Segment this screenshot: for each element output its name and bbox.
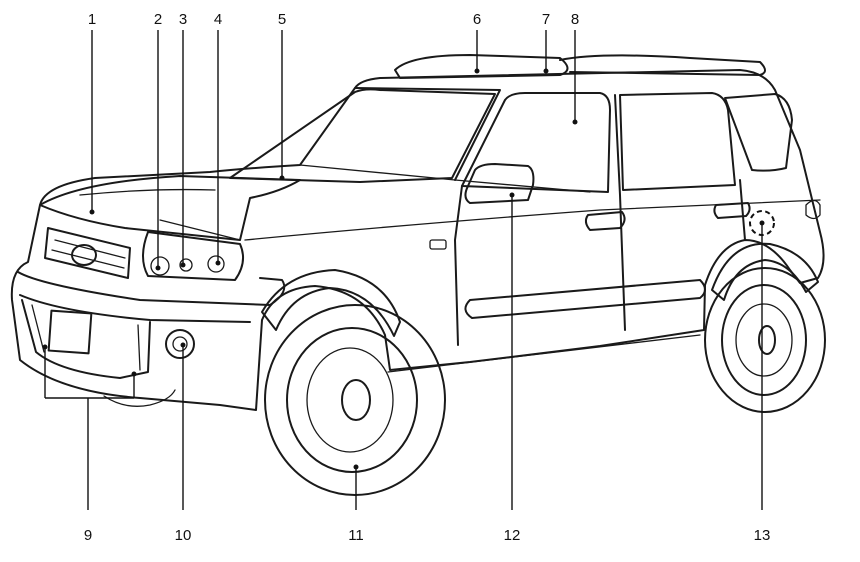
headlamp-cluster (142, 231, 245, 281)
callout-10: 10 (175, 527, 192, 544)
rear-wheel (704, 267, 826, 413)
rear-door-handle (713, 202, 751, 219)
callout-4: 4 (214, 11, 222, 28)
callout-11: 11 (348, 527, 364, 544)
side-marker-light (429, 239, 447, 250)
front-door-window (461, 92, 611, 193)
front-fender-flare (261, 269, 401, 337)
outside-mirror (464, 163, 535, 204)
callout-5: 5 (278, 11, 286, 28)
fog-lamp (165, 329, 195, 359)
callout-1: 1 (88, 11, 96, 28)
front-door-handle (584, 211, 626, 231)
hood (39, 175, 301, 241)
callout-2: 2 (154, 11, 162, 28)
leader-lines (42, 30, 775, 510)
fuel-door (805, 199, 821, 220)
callout-9: 9 (84, 527, 92, 544)
body-outline (10, 69, 825, 411)
roof-rail (394, 54, 569, 79)
callout-13: 13 (754, 527, 771, 544)
callout-6: 6 (473, 11, 481, 28)
grille (44, 227, 131, 279)
roof-line (354, 87, 501, 181)
callout-3: 3 (179, 11, 187, 28)
front-guard-bar (21, 299, 151, 379)
front-wheel (264, 304, 446, 496)
license-plate (47, 309, 93, 355)
emblem (71, 244, 97, 266)
callout-8: 8 (571, 11, 579, 28)
highlight-circle (749, 210, 775, 236)
suv-illustration (10, 54, 825, 411)
callout-12: 12 (504, 527, 521, 544)
windshield (229, 88, 496, 183)
rear-door-window (619, 92, 736, 191)
side-moulding (464, 279, 706, 319)
rear-fender-flare (711, 242, 819, 301)
rear-quarter-window (724, 93, 793, 172)
callout-labels: 1 2 3 4 5 6 7 8 9 10 11 12 13 (84, 11, 771, 544)
callout-7: 7 (542, 11, 550, 28)
